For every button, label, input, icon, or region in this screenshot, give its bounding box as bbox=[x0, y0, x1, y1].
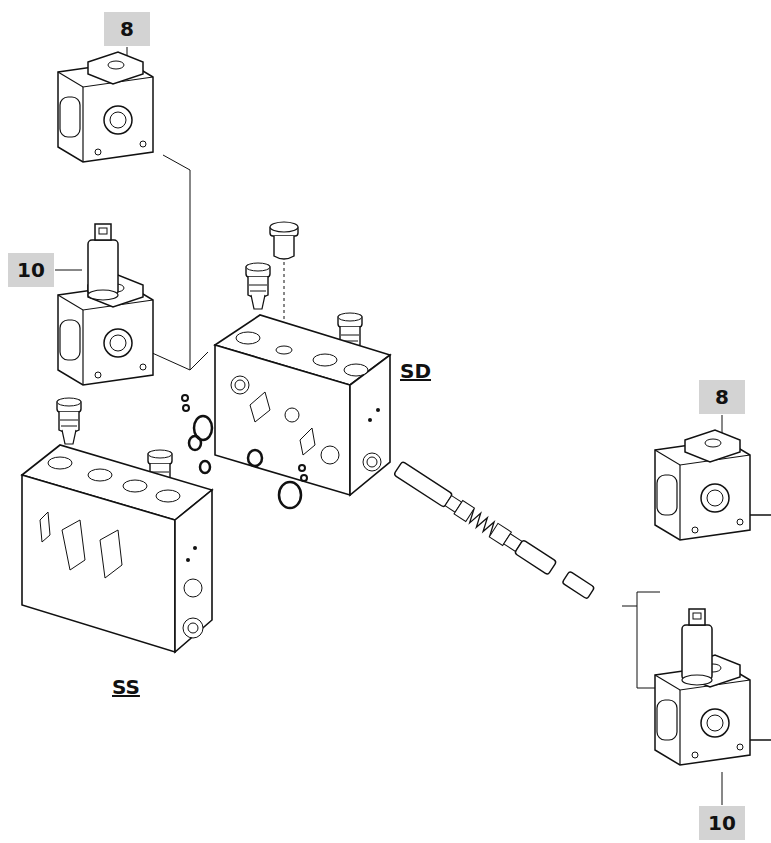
section-label: SD bbox=[398, 360, 433, 382]
callout-box: 8 bbox=[104, 12, 150, 46]
section-label: SS bbox=[110, 676, 142, 698]
callout-number: 8 bbox=[120, 19, 134, 39]
callout-box: 10 bbox=[8, 253, 54, 287]
callout-number: 8 bbox=[715, 387, 729, 407]
callout-box: 8 bbox=[699, 380, 745, 414]
callout-number: 10 bbox=[708, 813, 736, 833]
callout-number: 10 bbox=[17, 260, 45, 280]
callout-box: 10 bbox=[699, 806, 745, 840]
